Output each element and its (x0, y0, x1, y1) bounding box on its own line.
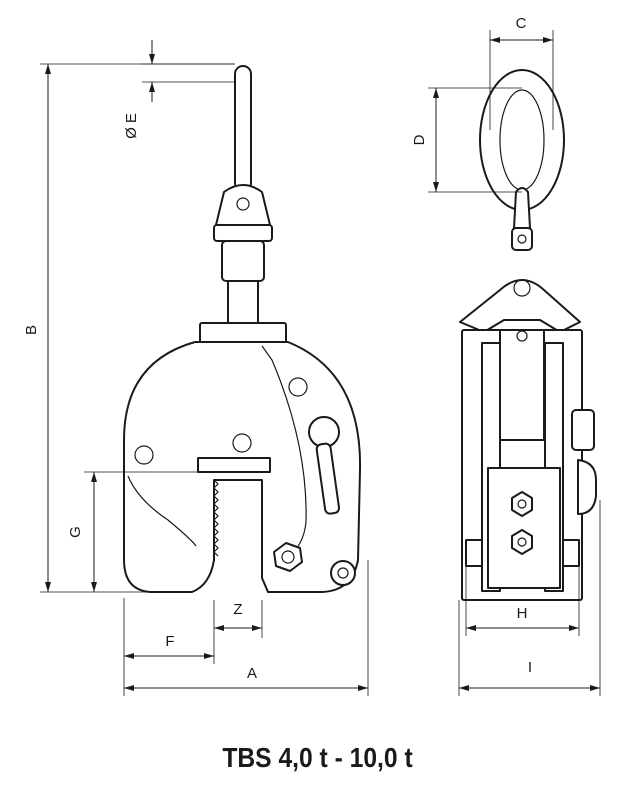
model-caption: TBS 4,0 t - 10,0 t (222, 742, 413, 773)
side-hex-bolt-1-center (517, 499, 527, 509)
roller (330, 560, 356, 586)
lever-handle (315, 442, 341, 515)
side-swivel-hole (516, 330, 528, 342)
jaw-profile (127, 475, 197, 547)
connector-pin (511, 227, 533, 251)
side-hex-bolt-1 (511, 491, 533, 517)
label-B: B (23, 325, 40, 335)
jaw-teeth (213, 479, 219, 557)
lifting-bar (234, 65, 252, 192)
label-H: H (517, 605, 528, 622)
swivel-hole (236, 197, 250, 211)
side-top-bracket (459, 279, 581, 333)
connector-pin-hole (517, 234, 527, 244)
swivel-body (221, 240, 265, 282)
label-E: Ø E (123, 113, 140, 139)
body-hole-3 (232, 433, 252, 453)
side-foot-right (562, 539, 580, 567)
body-hole-1 (288, 377, 308, 397)
side-foot-left (465, 539, 483, 567)
side-bracket-hole (513, 279, 531, 297)
side-lever-paddle (577, 459, 597, 515)
side-lever-stub (571, 409, 595, 451)
technical-drawing: B Ø E G Z F A C D H I (23, 15, 601, 696)
swivel-clamp (213, 224, 273, 242)
cam-segment (261, 345, 307, 561)
front-view (123, 65, 362, 593)
label-C: C (516, 15, 527, 32)
side-swivel-block (499, 329, 545, 441)
top-plate (199, 322, 287, 344)
label-G: G (67, 526, 84, 538)
throat-pad (197, 457, 271, 473)
dimension-lines (40, 30, 601, 696)
roller-hub (337, 567, 349, 579)
label-Z: Z (233, 601, 242, 618)
label-A: A (247, 665, 257, 682)
hex-nut-bore (281, 550, 295, 564)
body-hole-2 (134, 445, 154, 465)
label-D: D (411, 134, 428, 145)
swivel-shackle (215, 184, 271, 226)
link-connector (513, 187, 531, 229)
lever-knob (308, 416, 340, 448)
side-hex-bolt-2 (511, 529, 533, 555)
label-F: F (165, 633, 174, 650)
side-view (459, 69, 597, 601)
hex-nut (273, 542, 303, 572)
label-I: I (528, 659, 532, 676)
dimension-labels: B Ø E G Z F A C D H I (23, 15, 532, 682)
side-hex-bolt-2-center (517, 537, 527, 547)
side-center-block (487, 467, 561, 589)
